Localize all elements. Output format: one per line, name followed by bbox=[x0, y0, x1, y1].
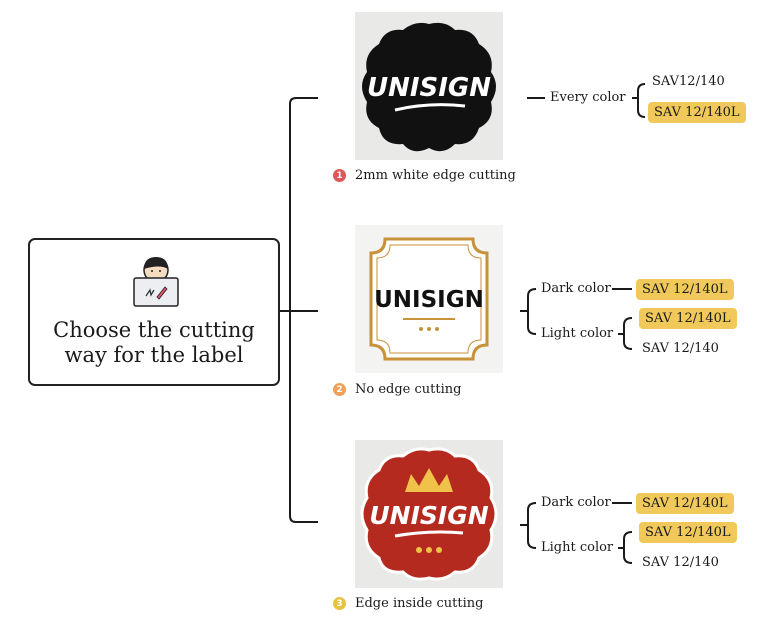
root-node[interactable]: Choose the cutting way for the label bbox=[28, 238, 280, 386]
group-label-light-color: Light color bbox=[541, 540, 614, 555]
option-sav12-140l-highlight: SAV 12/140L bbox=[648, 102, 746, 123]
photo-white-edge-sticker: UNISIGN bbox=[355, 12, 503, 160]
group-label-light-color: Light color bbox=[541, 326, 614, 341]
branch-caption-1: 1 2mm white edge cutting bbox=[333, 168, 516, 183]
number-badge: 2 bbox=[333, 383, 346, 396]
option-sav12-140: SAV12/140 bbox=[652, 74, 725, 89]
root-title-line-1: Choose the cutting bbox=[53, 318, 255, 342]
photo-logo-text: UNISIGN bbox=[369, 501, 488, 530]
option-sav12-140: SAV 12/140 bbox=[642, 555, 719, 570]
branch-caption-3: 3 Edge inside cutting bbox=[333, 596, 483, 611]
option-sav12-140l-highlight: SAV 12/140L bbox=[636, 279, 734, 300]
caption-text: 2mm white edge cutting bbox=[355, 168, 516, 183]
caption-text: No edge cutting bbox=[355, 382, 462, 397]
photo-edge-inside-sticker: UNISIGN bbox=[355, 440, 503, 588]
group-label-dark-color: Dark color bbox=[541, 281, 611, 296]
root-title-line-2: way for the label bbox=[64, 343, 244, 367]
number-badge: 1 bbox=[333, 169, 346, 182]
group-label-every-color: Every color bbox=[550, 90, 626, 105]
caption-text: Edge inside cutting bbox=[355, 596, 484, 611]
branch-caption-2: 2 No edge cutting bbox=[333, 382, 461, 397]
option-sav12-140: SAV 12/140 bbox=[642, 341, 719, 356]
option-sav12-140l-highlight: SAV 12/140L bbox=[639, 308, 737, 329]
option-sav12-140l-highlight: SAV 12/140L bbox=[639, 522, 737, 543]
photo-logo-text: UNISIGN bbox=[374, 287, 484, 313]
photo-no-edge-sticker: UNISIGN bbox=[355, 225, 503, 373]
group-label-dark-color: Dark color bbox=[541, 495, 611, 510]
photo-logo-text: UNISIGN bbox=[367, 73, 491, 103]
number-badge: 3 bbox=[333, 597, 346, 610]
option-sav12-140l-highlight: SAV 12/140L bbox=[636, 493, 734, 514]
root-title: Choose the cutting way for the label bbox=[30, 318, 278, 368]
person-laptop-icon bbox=[133, 257, 179, 307]
